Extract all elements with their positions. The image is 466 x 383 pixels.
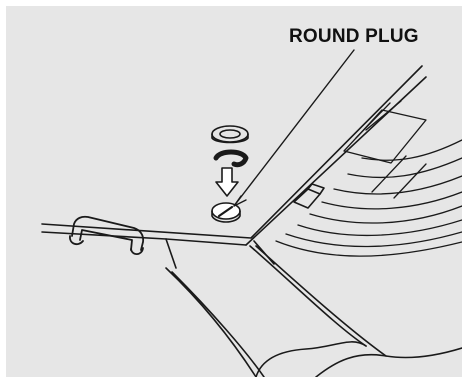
callout-leader-line: [234, 50, 354, 206]
down-arrow-icon: [216, 168, 238, 196]
grab-handle-icon: [70, 217, 143, 254]
headliner-illustration: [6, 6, 462, 377]
twist-arrow-icon: [216, 152, 246, 165]
illustration-frame: ROUND PLUG: [6, 6, 462, 377]
pillar-trim: [166, 246, 462, 377]
round-plug-label: ROUND PLUG: [289, 26, 419, 48]
round-plug-icon: [212, 126, 248, 143]
headliner-outline: [42, 66, 426, 268]
